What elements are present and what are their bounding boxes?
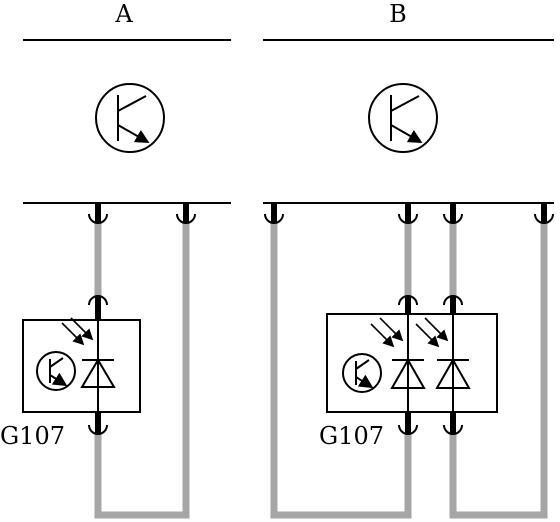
- component-b-label: G107: [319, 422, 384, 450]
- control-unit-a-transistor-icon: [95, 83, 165, 153]
- section-label-a: A: [114, 0, 133, 28]
- wire-loop-b1: [270, 222, 412, 519]
- component-a-label: G107: [0, 422, 65, 450]
- photodiode-icon: [370, 314, 426, 412]
- connector-terminal-icon: [88, 204, 108, 224]
- wire-loop-b2: [449, 222, 548, 519]
- connector-terminal-icon: [443, 295, 463, 314]
- photodiode-icon: [415, 314, 471, 412]
- connector-terminal-icon: [534, 204, 554, 224]
- control-unit-b-transistor-icon: [368, 83, 438, 153]
- wire-loop-a: [94, 222, 190, 519]
- section-label-b: B: [389, 0, 407, 28]
- photo-sensor-icon: [342, 353, 382, 393]
- photodiode-icon: [61, 317, 116, 412]
- connector-terminal-icon: [88, 412, 108, 435]
- connector-terminal-icon: [398, 412, 418, 435]
- connector-terminal-icon: [176, 204, 196, 224]
- photo-sensor-icon: [36, 351, 76, 391]
- connector-terminal-icon: [398, 204, 418, 224]
- connector-terminal-icon: [264, 204, 284, 224]
- connector-terminal-icon: [443, 204, 463, 224]
- connector-terminal-icon: [88, 295, 108, 320]
- component-b-box: [326, 313, 498, 413]
- component-a-box: [22, 319, 141, 413]
- connector-terminal-icon: [443, 412, 463, 435]
- connector-terminal-icon: [398, 295, 418, 314]
